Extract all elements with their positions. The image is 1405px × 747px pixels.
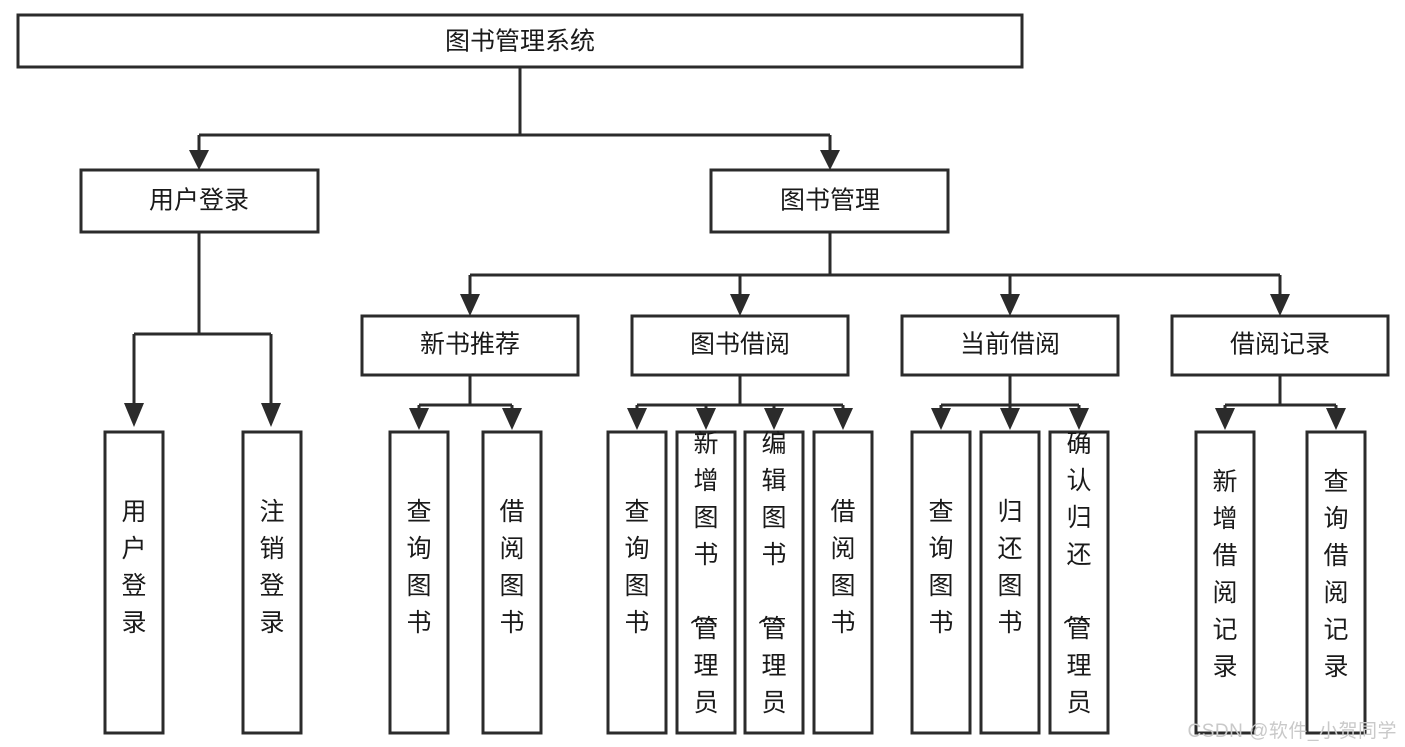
node-leaf-user-login-label: 用户登录 [121, 498, 146, 637]
node-leaf-query-record-box[interactable] [1305, 430, 1367, 735]
arrow-to-leaf-query-book-1 [409, 408, 429, 430]
arrow-to-leaf-logout [261, 403, 281, 427]
arrow-to-current-borrow [1000, 294, 1020, 316]
node-borrow-record-box[interactable] [1170, 314, 1390, 377]
node-leaf-query-record-label: 查询借阅记录 [1323, 468, 1348, 681]
node-leaf-query-book-1-box[interactable] [388, 430, 450, 735]
node-leaf-add-record[interactable]: 新增借阅记录 [1194, 430, 1256, 735]
node-leaf-logout[interactable]: 注销登录 [241, 430, 303, 735]
node-leaf-edit-book-box[interactable] [743, 430, 805, 735]
node-leaf-borrow-book-2-box[interactable] [812, 430, 874, 735]
arrow-to-leaf-user-login [124, 403, 144, 427]
arrow-to-leaf-confirm-return [1069, 408, 1089, 430]
node-user-login-box[interactable] [79, 168, 320, 234]
arrow-to-leaf-query-book-2 [627, 408, 647, 430]
node-leaf-query-record[interactable]: 查询借阅记录 [1305, 430, 1367, 735]
node-leaf-edit-book[interactable]: 编辑图书（管理员） [743, 430, 805, 747]
node-current-borrow[interactable]: 当前借阅 [900, 314, 1120, 377]
node-new-book-rec[interactable]: 新书推荐 [360, 314, 580, 377]
node-leaf-return-book-box[interactable] [979, 430, 1041, 735]
node-leaf-borrow-book-2[interactable]: 借阅图书 [812, 430, 874, 735]
node-leaf-logout-box[interactable] [241, 430, 303, 735]
node-book-borrow-label: 图书借阅 [690, 331, 790, 359]
arrow-to-leaf-query-book-3 [931, 408, 951, 430]
node-leaf-confirm-return-label: 确认归还（管理员） [1060, 430, 1091, 747]
node-leaf-add-record-box[interactable] [1194, 430, 1256, 735]
edges-layer [124, 67, 1346, 430]
arrow-to-leaf-query-record [1326, 408, 1346, 430]
node-leaf-borrow-book-1-box[interactable] [481, 430, 543, 735]
node-borrow-record-label: 借阅记录 [1230, 331, 1330, 359]
node-leaf-query-book-2-label: 查询图书 [624, 498, 649, 637]
node-leaf-user-login-box[interactable] [103, 430, 165, 735]
node-current-borrow-box[interactable] [900, 314, 1120, 377]
arrow-to-book-borrow [730, 294, 750, 316]
node-leaf-query-book-1[interactable]: 查询图书 [388, 430, 450, 735]
node-leaf-borrow-book-1[interactable]: 借阅图书 [481, 430, 543, 735]
node-current-borrow-label: 当前借阅 [960, 331, 1060, 359]
arrow-to-leaf-borrow-book-1 [502, 408, 522, 430]
arrow-to-leaf-borrow-book-2 [833, 408, 853, 430]
node-user-login-label: 用户登录 [149, 187, 249, 215]
node-new-book-rec-label: 新书推荐 [420, 331, 520, 359]
arrow-to-leaf-return-book [1000, 408, 1020, 430]
arrow-to-leaf-edit-book [764, 408, 784, 430]
node-leaf-query-book-3-box[interactable] [910, 430, 972, 735]
node-book-borrow-box[interactable] [630, 314, 850, 377]
node-leaf-add-book-label: 新增图书（管理员） [687, 430, 718, 747]
node-leaf-borrow-book-1-label: 借阅图书 [499, 498, 524, 637]
node-book-borrow[interactable]: 图书借阅 [630, 314, 850, 377]
node-leaf-query-book-2[interactable]: 查询图书 [606, 430, 668, 735]
node-book-manage-box[interactable] [709, 168, 950, 234]
node-leaf-borrow-book-2-label: 借阅图书 [830, 498, 855, 637]
arrow-to-user-login [189, 150, 209, 170]
node-leaf-query-book-3[interactable]: 查询图书 [910, 430, 972, 735]
node-book-manage-label: 图书管理 [780, 187, 880, 215]
node-leaf-confirm-return-box[interactable] [1048, 430, 1110, 735]
node-leaf-query-book-2-box[interactable] [606, 430, 668, 735]
node-leaf-query-book-3-label: 查询图书 [928, 498, 953, 637]
node-leaf-edit-book-label: 编辑图书（管理员） [755, 430, 786, 747]
arrow-to-leaf-add-record [1215, 408, 1235, 430]
node-user-login[interactable]: 用户登录 [79, 168, 320, 234]
arrow-to-leaf-add-book [696, 408, 716, 430]
node-leaf-confirm-return[interactable]: 确认归还（管理员） [1048, 430, 1110, 747]
node-leaf-logout-label: 注销登录 [259, 498, 284, 637]
arrow-to-new-book-rec [460, 294, 480, 316]
node-leaf-add-book[interactable]: 新增图书（管理员） [675, 430, 737, 747]
arrow-to-book-manage [820, 150, 840, 170]
node-leaf-return-book-label: 归还图书 [997, 498, 1022, 637]
node-root-label: 图书管理系统 [445, 28, 595, 56]
node-leaf-return-book[interactable]: 归还图书 [979, 430, 1041, 735]
node-leaf-query-book-1-label: 查询图书 [406, 498, 431, 637]
node-leaf-add-record-label: 新增借阅记录 [1212, 468, 1237, 681]
node-borrow-record[interactable]: 借阅记录 [1170, 314, 1390, 377]
node-leaf-user-login[interactable]: 用户登录 [103, 430, 165, 735]
node-root-box[interactable] [16, 13, 1024, 69]
node-new-book-rec-box[interactable] [360, 314, 580, 377]
node-root[interactable]: 图书管理系统 [16, 13, 1024, 69]
node-book-manage[interactable]: 图书管理 [709, 168, 950, 234]
node-leaf-add-book-box[interactable] [675, 430, 737, 735]
arrow-to-borrow-record [1270, 294, 1290, 316]
